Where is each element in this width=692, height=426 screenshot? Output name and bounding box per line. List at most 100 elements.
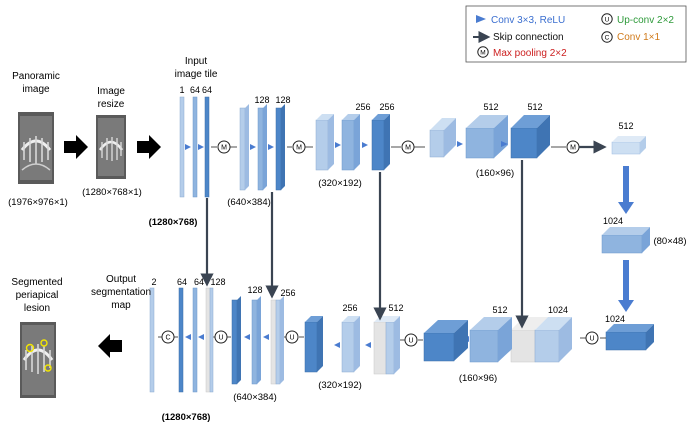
tile-label-line2: image tile [175, 69, 218, 80]
dec2-block-1 [251, 299, 258, 385]
dec2-concat-block [270, 299, 277, 385]
enc4-block-3 [510, 127, 538, 159]
legend-box [465, 5, 687, 63]
conv-arrow-icon [198, 144, 204, 150]
conv-arrow-icon [362, 142, 368, 148]
maxpool-symbol-icon [477, 46, 489, 58]
bridge-ch-1024b: 1024 [605, 314, 625, 324]
arrow-to-resize-icon [64, 135, 88, 159]
tile-label-line1: Input [185, 56, 207, 67]
legend-c-symbol: C [605, 35, 610, 42]
dec2-upconv-u: U [289, 335, 294, 342]
conv-arrow-icon [250, 144, 256, 150]
decoder-level-3: 512 256 (320×192) U [281, 303, 404, 391]
legend: Conv 3×3, ReLU Skip connection M Max poo… [465, 5, 687, 63]
enc1-size: (1280×768) [149, 217, 198, 228]
dec1-ch-64b: 64 [194, 277, 204, 287]
bridge-block-1024 [601, 234, 643, 254]
upconv-symbol-icon [601, 13, 613, 25]
dec4-ch-512: 512 [492, 305, 507, 315]
enc1-ch-64a: 64 [190, 85, 200, 95]
conv-arrow-icon [263, 334, 269, 340]
down-conv-arrow-icon [618, 300, 634, 312]
skip-connections [200, 160, 529, 329]
dec1-upconv-u: U [218, 335, 223, 342]
arrow-to-output-icon [98, 334, 122, 358]
dec2-size: (640×384) [233, 392, 277, 403]
decoder-level-2: 256 128 (640×384) U [212, 285, 296, 403]
encoder-level-1: 1 64 64 (1280×768) M [149, 85, 237, 228]
enc3-ch-256b: 256 [379, 102, 394, 112]
output-block-2ch [149, 287, 155, 393]
conv-arrow-icon [501, 141, 508, 147]
conv-arrow-icon [268, 144, 274, 150]
dec2-ch-256b: 256 [280, 288, 295, 298]
dec1-block-2 [178, 287, 184, 393]
dec3-block-1 [341, 321, 355, 373]
encoder-level-3: 256 256 (320×192) M [315, 102, 425, 189]
dec2-block-2 [231, 299, 238, 385]
enc4-ch-512b: 512 [527, 102, 542, 112]
dec1-ch-64a: 64 [177, 277, 187, 287]
legend-upconv-label: Up-conv 2×2 [617, 15, 674, 26]
conv-arrow-icon [335, 142, 341, 148]
enc2-maxpool-m: M [296, 145, 302, 152]
dec1-concat-block [205, 287, 211, 393]
legend-conv-label: Conv 3×3, ReLU [491, 15, 565, 26]
bottleneck-ch-512: 512 [618, 121, 633, 131]
enc1-maxpool-m: M [221, 145, 227, 152]
dec4-block-1 [469, 329, 499, 363]
down-conv-arrow-icon [618, 202, 634, 214]
dec3-size: (320×192) [318, 380, 362, 391]
dec3-block-2 [304, 321, 318, 373]
dec1-upconv-block [209, 287, 214, 393]
conv-arrow-icon [476, 15, 486, 23]
dec1-size: (1280×768) [162, 412, 211, 423]
enc3-block-1 [315, 119, 329, 171]
enc1-block-1 [179, 96, 185, 198]
panoramic-label-line1: Panoramic [12, 71, 60, 82]
enc3-ch-256a: 256 [355, 102, 370, 112]
dec3-upconv-u: U [408, 338, 413, 345]
panoramic-label-line2: image [22, 84, 50, 95]
dec4-upconv-u: U [589, 336, 594, 343]
enc1-block-3 [204, 96, 210, 198]
segmented-output-image [20, 322, 56, 398]
enc4-maxpool-m: M [570, 145, 576, 152]
dec1-ch-2: 2 [151, 277, 156, 287]
conv-arrow-icon [244, 334, 250, 340]
segmented-label-line3: lesion [24, 303, 50, 314]
dec3-ch-256: 256 [342, 303, 357, 313]
resize-label-line1: Image [97, 86, 125, 97]
enc2-block-3 [275, 107, 282, 191]
encoder-level-2: 128 128 (640×384) M [227, 95, 313, 208]
map-label-line1: Output [106, 274, 136, 285]
legend-maxpool-label: Max pooling 2×2 [493, 48, 567, 59]
panoramic-size: (1976×976×1) [8, 197, 68, 208]
conv-arrow-icon [334, 342, 340, 348]
bridge-size: (80×48) [653, 236, 686, 247]
resized-image [96, 115, 126, 179]
bridge-ch-1024a: 1024 [603, 216, 623, 226]
conv-arrow-icon [457, 141, 463, 147]
dec4-concat-block [510, 329, 536, 363]
enc4-ch-512a: 512 [483, 102, 498, 112]
conv1x1-symbol-icon [601, 31, 613, 43]
dec1-conv1x1-c: C [165, 335, 170, 342]
conv-arrow-icon [185, 334, 191, 340]
enc2-block-2 [257, 107, 264, 191]
dec3-concat-block [373, 321, 387, 375]
resize-label-line2: resize [98, 99, 125, 110]
dec1-block-1 [192, 287, 198, 393]
enc1-ch-64b: 64 [202, 85, 212, 95]
dec4-size: (160×96) [459, 373, 497, 384]
dec2-upconv-block [275, 299, 281, 385]
dec1-ch-128: 128 [210, 277, 225, 287]
enc2-ch-128a: 128 [254, 95, 269, 105]
dec2-ch-128: 128 [247, 285, 262, 295]
resize-size: (1280×768×1) [82, 187, 142, 198]
dec3-ch-512b: 512 [388, 303, 403, 313]
enc4-block-2 [465, 127, 495, 159]
enc3-block-3 [371, 119, 385, 171]
